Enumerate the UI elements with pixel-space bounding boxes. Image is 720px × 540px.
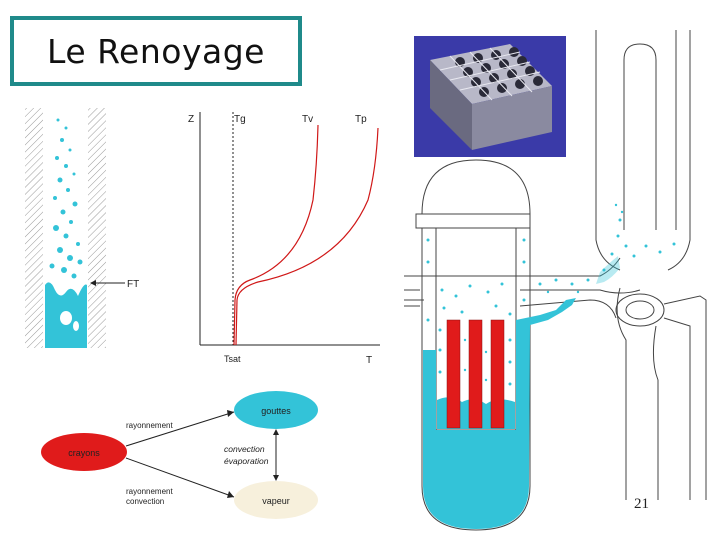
fuel-rods [446,319,505,429]
heat-transfer-flow: crayons gouttes vapeur rayonnement rayon… [41,391,318,519]
arrow-bottom-label-2: convection [126,497,164,506]
node-vapor [234,481,318,519]
hot-leg-water [596,256,620,284]
tv-curve [233,124,319,346]
node-vapor-label: vapeur [262,496,290,506]
slide-title: Le Renoyage [47,31,265,71]
z-axis-label: Z [188,114,194,125]
arrow-mid-label-2: évaporation [224,456,269,466]
tsat-label: Tsat [224,354,241,364]
fuel-rod [446,319,461,429]
arrow-bottom-label-1: rayonnement [126,487,173,496]
node-rods-label: crayons [68,448,100,458]
fuel-grid-photo [414,36,566,157]
tube-wall-left [25,108,43,348]
node-drops [234,391,318,429]
tp-label: Tp [355,114,367,125]
page-number: 21 [634,496,649,512]
temperature-profile-chart: Z T Tsat Tg Tv Tp [188,112,380,366]
tube-wall-right [88,108,106,348]
t-axis-label: T [366,355,372,366]
node-drops-label: gouttes [261,406,291,416]
reflood-tube: FT [25,108,139,348]
vapor-bubble [60,311,72,325]
tg-label: Tg [234,114,246,125]
title-box: Le Renoyage [10,16,302,86]
tv-label: Tv [302,114,313,125]
node-rods [41,433,127,471]
fuel-rod [490,319,505,429]
droplets [49,118,83,279]
fuel-rod [468,319,483,429]
tp-curve [235,127,379,346]
vessel-droplets [426,203,676,386]
arrow-top-label: rayonnement [126,421,173,430]
arrow-mid-label-1: convection [224,444,265,454]
ft-label: FT [127,279,139,290]
vapor-bubble [73,321,79,331]
